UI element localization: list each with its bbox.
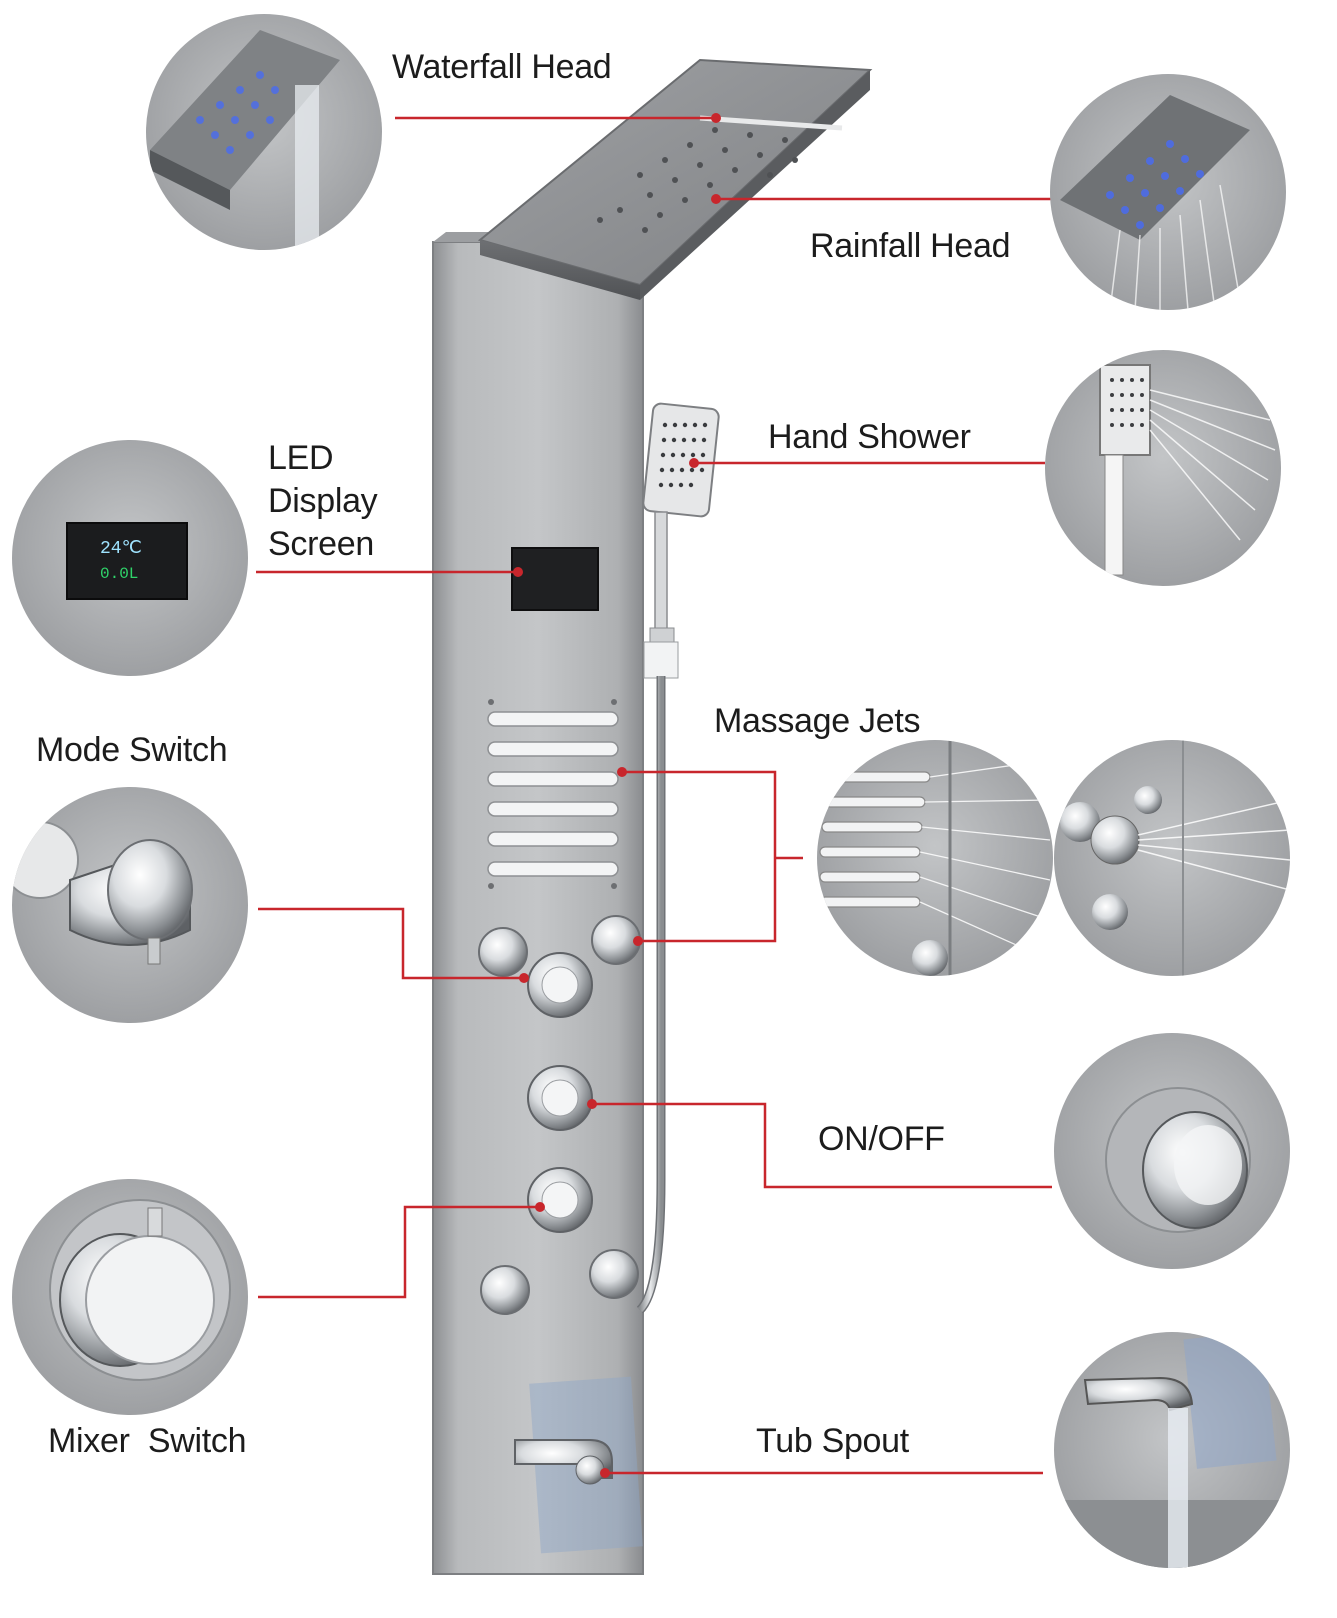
massage-jet-strips <box>487 699 619 889</box>
on-off-knob-icon <box>1054 1033 1290 1269</box>
mixer-knob-icon <box>12 1179 248 1415</box>
tub-spout-detail-icon <box>1054 1332 1290 1568</box>
mode-switch-label: Mode Switch <box>36 731 228 769</box>
shower-panel <box>432 232 644 1575</box>
massage-jets-spray-icon <box>817 740 1053 976</box>
callout-lines <box>256 116 1052 1475</box>
massage-jets-label: Massage Jets <box>714 702 921 740</box>
rainfall-head-label: Rainfall Head <box>810 227 1011 265</box>
mode-switch-knob-icon <box>12 787 248 1023</box>
led-display-screen <box>511 547 599 611</box>
shower-hose <box>637 676 664 1313</box>
tub-spout <box>514 1439 613 1485</box>
overhead-shower-head <box>477 58 873 300</box>
hand-shower-detail-icon <box>1045 350 1281 586</box>
led-display-label-line-2: Display <box>268 482 378 520</box>
callout-dots <box>513 113 721 1478</box>
panel-knobs <box>478 915 641 1315</box>
massage-jet-nozzle-detail-icon <box>1054 740 1290 976</box>
led-flow-readout: 0.0L <box>100 565 138 583</box>
hand-shower-label: Hand Shower <box>768 418 971 456</box>
waterfall-head-detail-icon <box>146 14 382 250</box>
led-display-label-line-1: LED <box>268 439 334 477</box>
waterfall-head-label: Waterfall Head <box>392 48 612 86</box>
led-temperature-readout: 24℃ <box>100 539 142 559</box>
led-display-label-line-3: Screen <box>268 525 374 563</box>
hand-shower <box>642 402 720 679</box>
led-display-label: LED Display Screen <box>268 437 378 566</box>
mixer-switch-label: Mixer Switch <box>48 1422 247 1460</box>
led-display-detail-icon: 24℃ 0.0L <box>12 440 248 676</box>
rainfall-head-detail-icon <box>1050 74 1286 310</box>
tub-spout-label: Tub Spout <box>756 1422 909 1460</box>
on-off-label: ON/OFF <box>818 1120 945 1158</box>
